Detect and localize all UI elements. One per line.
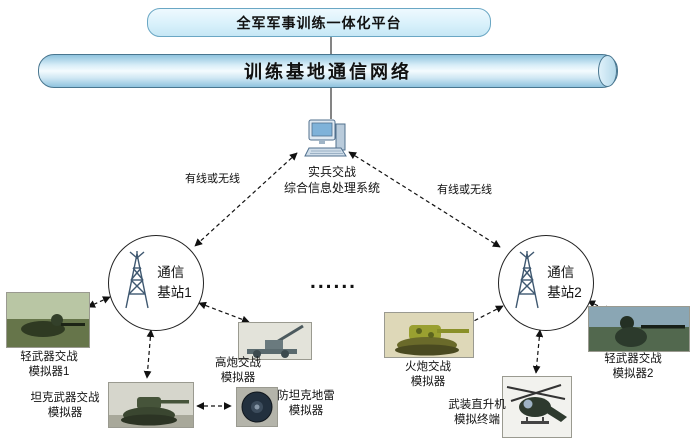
sim-label-tank: 坦克武器交战 模拟器 bbox=[30, 392, 100, 420]
link-label-right: 有线或无线 bbox=[437, 184, 492, 196]
link-label-left: 有线或无线 bbox=[185, 173, 240, 185]
helicopter-photo bbox=[502, 376, 572, 438]
sim-label-artillery: 火炮交战 模拟器 bbox=[405, 361, 451, 389]
sim-label-light-weapon-1: 轻武器交战 模拟器1 bbox=[20, 351, 78, 379]
base-station-2-label: 通信 基站2 bbox=[547, 264, 582, 300]
network-pipe-cap bbox=[598, 55, 617, 87]
platform-title-box: 全军军事训练一体化平台 bbox=[147, 8, 491, 37]
arrow-station1-light1 bbox=[87, 296, 111, 308]
arrow-station1-aagun bbox=[198, 301, 250, 324]
sim-label-mine: 防坦克地雷 模拟器 bbox=[277, 390, 335, 418]
arrow-station2-helicopter bbox=[532, 329, 544, 374]
network-pipe-label: 训练基地通信网络 bbox=[244, 62, 412, 82]
processing-system-label: 实兵交战 综合信息处理系统 bbox=[283, 165, 380, 195]
aa-gun-photo bbox=[238, 322, 312, 360]
base-station-1: 通信 基站1 bbox=[108, 235, 204, 331]
antenna-tower-icon bbox=[120, 250, 154, 317]
platform-title: 全军军事训练一体化平台 bbox=[236, 14, 402, 31]
network-pipe: 训练基地通信网络 bbox=[38, 54, 618, 88]
computer-icon bbox=[303, 118, 349, 162]
sim-label-helicopter: 武装直升机 模拟终端 bbox=[448, 399, 506, 427]
arrow-station1-tank bbox=[143, 329, 155, 379]
artillery-photo bbox=[384, 312, 474, 358]
ellipsis-dots: ...... bbox=[310, 270, 358, 293]
antenna-tower-icon bbox=[510, 250, 544, 317]
soldier-photo-1 bbox=[6, 292, 90, 348]
base-station-2: 通信 基站2 bbox=[498, 235, 594, 331]
base-station-1-label: 通信 基站1 bbox=[157, 264, 192, 300]
soldier-photo-2 bbox=[588, 306, 690, 352]
mine-photo bbox=[236, 387, 278, 427]
tank-photo bbox=[108, 382, 194, 428]
sim-label-aa-gun: 高炮交战 模拟器 bbox=[215, 357, 261, 385]
sim-label-light-weapon-2: 轻武器交战 模拟器2 bbox=[604, 353, 662, 381]
